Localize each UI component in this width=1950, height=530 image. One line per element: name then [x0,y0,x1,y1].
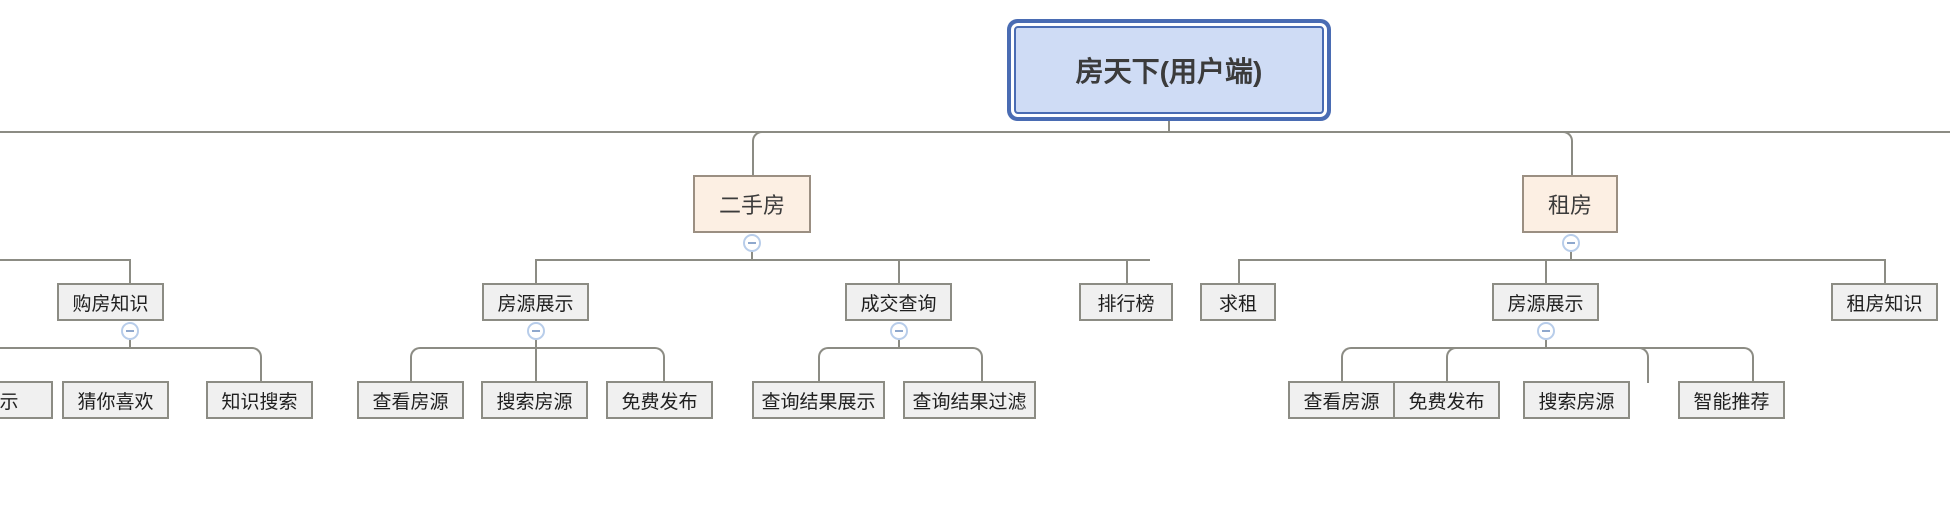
leaf-node-zufang-zhinengtuijian[interactable]: 智能推荐 [1678,381,1785,419]
leaf-node-zufang-sousuofangyuan[interactable]: 搜索房源 [1523,381,1630,419]
connector-main-bus [0,131,1950,133]
connector-ershoufang-childbus [535,259,1150,261]
connector-elbow-mianfeifabu-2 [1446,347,1548,383]
connector-left-childbus [0,259,131,261]
collapse-toggle-ershoufang-chengjiaochaxun[interactable] [890,322,908,340]
connector-elbow-zhinengtuijian [1545,347,1754,383]
connector-zufang-childbus [1238,259,1886,261]
connector-drop-zufangzhishi [1884,259,1886,283]
connector-drop-qiuzu [1238,259,1240,283]
category-node-zufang[interactable]: 租房 [1522,175,1618,233]
leaf-node-ershoufang-chakanfangyuan[interactable]: 查看房源 [357,381,464,419]
connector-goufangzhishi-stem [129,340,131,348]
sub-node-zufang-qiuzu[interactable]: 求租 [1200,283,1276,321]
collapse-toggle-zufang[interactable] [1562,234,1580,252]
connector-root-stem [1168,121,1170,132]
leaf-node-ershoufang-mianfeifabu[interactable]: 免费发布 [606,381,713,419]
connector-chengjiaochaxun-stem [898,340,900,348]
sub-node-ershoufang-paihangbang[interactable]: 排行榜 [1079,283,1173,321]
connector-fangyuanzhanshi1-stem [535,340,537,348]
sub-node-zufang-fangyuanzhanshi[interactable]: 房源展示 [1492,283,1599,321]
leaf-node-cainixihuan[interactable]: 猜你喜欢 [62,381,169,419]
leaf-node-ershoufang-chaxunjieguoguolv[interactable]: 查询结果过滤 [903,381,1036,419]
leaf-node-ershoufang-chaxunjieguozhanshi[interactable]: 查询结果展示 [752,381,885,419]
leaf-node-zhishisousuo[interactable]: 知识搜索 [206,381,313,419]
connector-drop-sousuofangyuan-1 [535,347,537,381]
connector-drop-goufangzhishi [129,259,131,283]
connector-elbow-chaxunjieguoguolv [898,347,983,383]
leaf-node-ershoufang-sousuofangyuan[interactable]: 搜索房源 [481,381,588,419]
connector-elbow-zhishisousuo [129,347,262,383]
connector-bus-to-zufang [1168,131,1573,177]
collapse-toggle-ershoufang-fangyuanzhanshi[interactable] [527,322,545,340]
sub-node-ershoufang-fangyuanzhanshi[interactable]: 房源展示 [482,283,589,321]
connector-drop-fangyuanzhanshi-2 [1545,259,1547,283]
connector-elbow-chakanfangyuan-2 [1341,347,1548,383]
root-node-fangtianxia[interactable]: 房天下(用户端) [1014,26,1324,114]
connector-drop-paihangbang [1126,259,1128,283]
sub-node-ershoufang-chengjiaochaxun[interactable]: 成交查询 [845,283,952,321]
connector-elbow-chaxunjieguozhanshi [818,347,901,383]
connector-drop-chengjiaochaxun [898,259,900,283]
collapse-toggle-goufangzhishi[interactable] [121,322,139,340]
connector-elbow-mianfeifabu-1 [535,347,665,383]
connector-elbow-chakanfangyuan-1 [410,347,538,383]
connector-elbow-zhanshi-left [0,347,132,383]
category-node-ershoufang[interactable]: 二手房 [693,175,811,233]
connector-zufang-stem [1570,252,1572,260]
collapse-toggle-zufang-fangyuanzhanshi[interactable] [1537,322,1555,340]
collapse-toggle-ershoufang[interactable] [743,234,761,252]
connector-bus-to-ershoufang [752,131,802,177]
sub-node-zufang-zufangzhishi[interactable]: 租房知识 [1831,283,1938,321]
leaf-node-zhanshi-clipped[interactable]: 展示 [0,381,53,419]
leaf-node-zufang-chakanfangyuan[interactable]: 查看房源 [1288,381,1395,419]
connector-ershoufang-stem [751,252,753,260]
leaf-node-zufang-mianfeifabu[interactable]: 免费发布 [1393,381,1500,419]
connector-fangyuanzhanshi2-stem [1545,340,1547,348]
sub-node-goufangzhishi[interactable]: 购房知识 [57,283,164,321]
connector-drop-fangyuanzhanshi-1 [535,259,537,283]
